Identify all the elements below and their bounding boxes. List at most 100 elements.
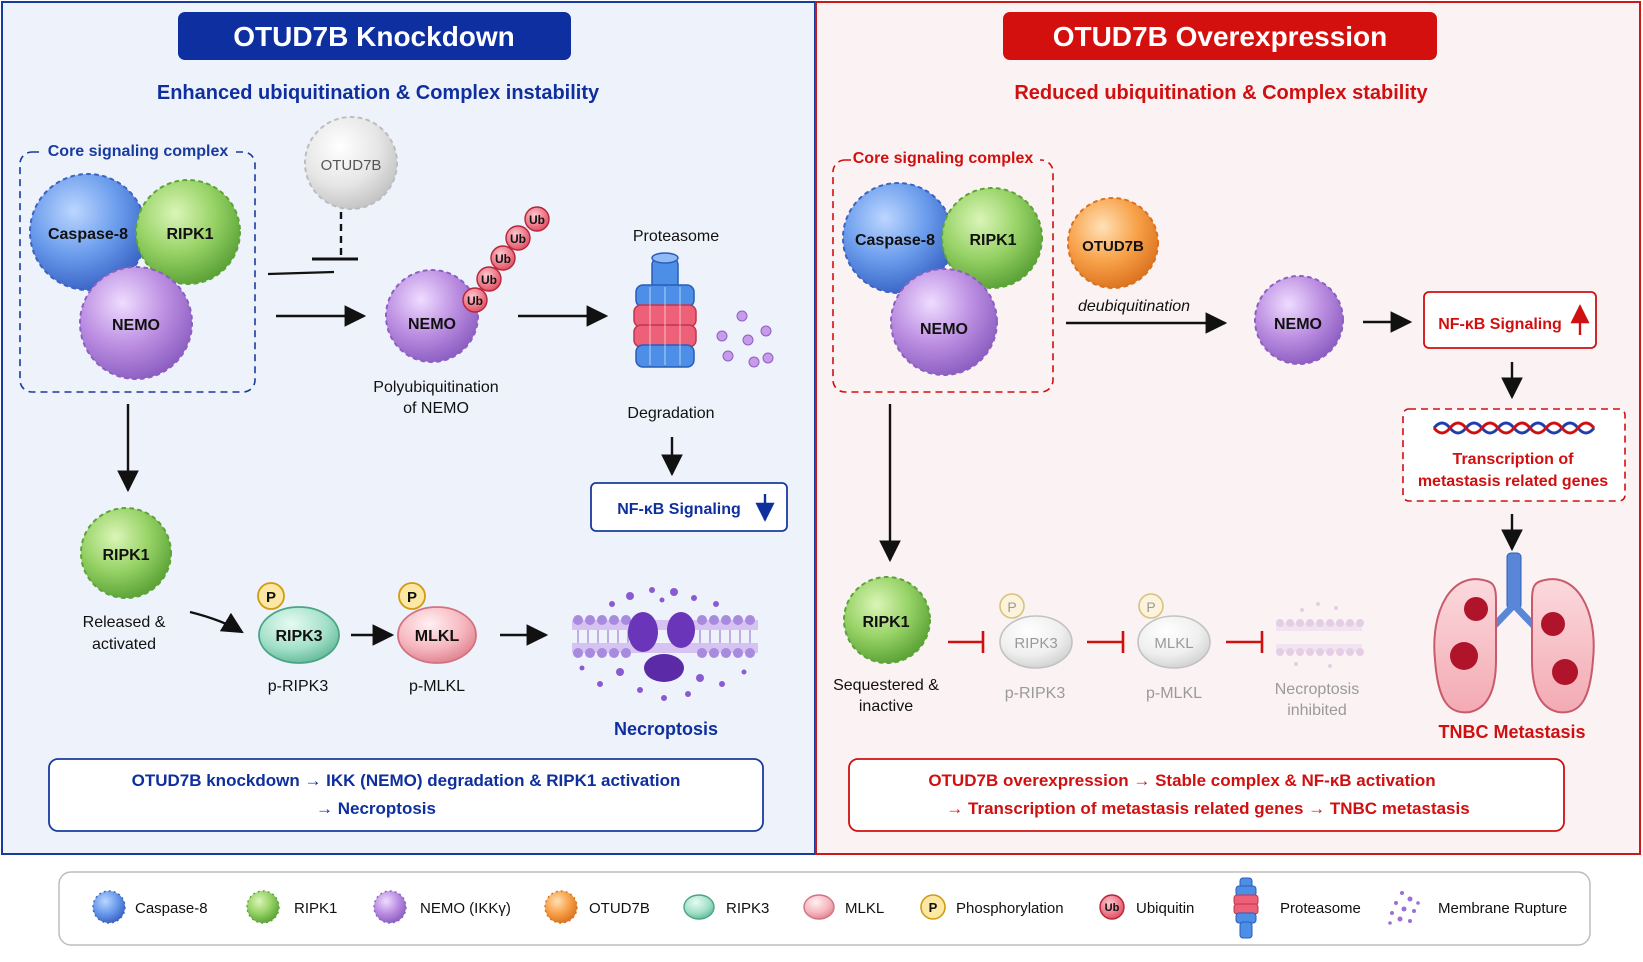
legend-ub-symbol: Ub [1105, 902, 1120, 914]
overexpression-summary-line1: OTUD7B overexpression → Stable complex &… [928, 771, 1435, 790]
caspase8-label-right: Caspase-8 [855, 232, 935, 249]
ripk3-label: RIPK3 [275, 628, 322, 645]
knockdown-summary-box [48, 758, 764, 832]
nemo-protein-right: NEMO [890, 268, 998, 376]
ripk1-sequestered-protein: RIPK1 [843, 576, 931, 664]
legend-membrane-label: Membrane Rupture [1438, 900, 1567, 917]
ub-1: Ub [467, 294, 483, 308]
otud7b-absent: OTUD7B [304, 116, 398, 210]
mlkl-phospho-protein: MLKL P [397, 582, 477, 664]
ub-3: Ub [495, 252, 511, 266]
necroptosis-label: Necroptosis [614, 719, 718, 739]
nfkb-down-label: NF-κB Signaling [617, 501, 741, 518]
transcription-line2: metastasis related genes [1418, 473, 1608, 490]
nemo-stable-protein: NEMO [1254, 275, 1344, 365]
legend-phosphorylation-label: Phosphorylation [956, 900, 1064, 917]
arrow-ripk1-to-ripk3 [189, 610, 244, 634]
tnbc-metastasis-label: TNBC Metastasis [1438, 722, 1585, 742]
degradation-label: Degradation [627, 405, 714, 422]
nfkb-down-box [590, 482, 788, 532]
ripk3-inactive-label: RIPK3 [1014, 635, 1057, 652]
p-mlkl-label: p-MLKL [409, 678, 465, 695]
ripk1-label-right: RIPK1 [969, 232, 1016, 249]
mlkl-inactive-phospho: P [1146, 599, 1155, 615]
released-line2: activated [92, 636, 156, 653]
core-complex-label-right: Core signaling complex [853, 150, 1034, 167]
ripk1-protein: RIPK1 [135, 179, 241, 285]
ripk3-phospho-badge: P [266, 589, 276, 606]
legend-caspase8: Caspase-8 [92, 890, 208, 924]
caspase8-protein: Caspase-8 [29, 173, 147, 291]
ub-2: Ub [481, 273, 497, 287]
nemo-ub-label: NEMO [408, 316, 456, 333]
legend-ripk1: RIPK1 [246, 890, 337, 924]
mlkl-inactive-protein: MLKL P [1137, 593, 1211, 669]
legend-phospho-symbol: P [929, 900, 938, 915]
mlkl-inactive-label: MLKL [1154, 635, 1193, 652]
knockdown-title: OTUD7B Knockdown [233, 21, 515, 52]
core-complex-box [19, 151, 256, 393]
peptide-fragments [716, 310, 774, 368]
legend-membrane-rupture: Membrane Rupture [1388, 891, 1567, 925]
legend-ubiquitin-label: Ubiquitin [1136, 900, 1194, 917]
otud7b-label: OTUD7B [1082, 238, 1144, 255]
nemo-protein: NEMO [79, 266, 193, 380]
overexpression-title: OTUD7B Overexpression [1053, 21, 1388, 52]
nfkb-up-box [1423, 291, 1597, 349]
legend-otud7b-label: OTUD7B [589, 900, 650, 917]
membrane-intact-icon [1276, 602, 1364, 668]
knockdown-subtitle: Enhanced ubiquitination & Complex instab… [157, 82, 600, 104]
legend-phosphorylation: P Phosphorylation [920, 894, 1064, 920]
mlkl-label: MLKL [415, 628, 460, 645]
nemo-label: NEMO [112, 317, 160, 334]
ripk1-label: RIPK1 [166, 226, 213, 243]
ubiquitin-chain: Ub Ub Ub Ub Ub [462, 206, 550, 313]
ripk3-inactive-phospho: P [1007, 599, 1016, 615]
legend-proteasome-label: Proteasome [1280, 900, 1361, 917]
legend-mlkl: MLKL [803, 894, 884, 920]
nemo-stable-label: NEMO [1274, 316, 1322, 333]
overexpression-subtitle: Reduced ubiquitination & Complex stabili… [1014, 82, 1428, 104]
complex-to-inhibition-line [267, 270, 335, 276]
legend-otud7b: OTUD7B [544, 890, 650, 924]
transcription-line1: Transcription of [1453, 451, 1575, 468]
caspase8-label: Caspase-8 [48, 226, 128, 243]
p-mlkl-inactive-label: p-MLKL [1146, 685, 1202, 702]
sequestered-line1: Sequestered & [833, 677, 939, 694]
core-complex-label: Core signaling complex [48, 143, 229, 160]
proteasome-icon [633, 252, 697, 368]
ub-4: Ub [510, 232, 526, 246]
legend-nemo: NEMO (IKKγ) [373, 890, 511, 924]
legend-ubiquitin: Ub Ubiquitin [1099, 894, 1194, 920]
ripk3-phospho-protein: RIPK3 P [257, 582, 340, 664]
knockdown-summary-line2: → Necroptosis [316, 799, 436, 818]
legend-caspase8-label: Caspase-8 [135, 900, 208, 917]
overexpression-title-banner [1003, 12, 1437, 60]
proteasome-label: Proteasome [633, 228, 719, 245]
p-ripk3-label: p-RIPK3 [268, 678, 329, 695]
p-ripk3-inactive-label: p-RIPK3 [1005, 685, 1066, 702]
necroptosis-inhibited-line2: inhibited [1287, 702, 1347, 719]
sequestered-line2: inactive [859, 698, 913, 715]
overexpression-summary-box [848, 758, 1565, 832]
overexpression-summary-line2: → Transcription of metastasis related ge… [946, 799, 1469, 818]
mlkl-phospho-badge: P [407, 589, 417, 606]
ripk1-released-label: RIPK1 [102, 547, 149, 564]
legend-ripk1-label: RIPK1 [294, 900, 337, 917]
nemo-polyubiquitinated: NEMO [385, 269, 479, 363]
deubiquitination-label: deubiquitination [1078, 298, 1190, 315]
legend-ripk3: RIPK3 [683, 894, 769, 920]
released-line1: Released & [83, 614, 166, 631]
legend-ripk3-label: RIPK3 [726, 900, 769, 917]
legend-nemo-label: NEMO (IKKγ) [420, 900, 511, 917]
ripk3-inactive-protein: RIPK3 P [999, 593, 1073, 669]
polyub-line1: Polyubiquitination [373, 379, 498, 396]
ub-5: Ub [529, 213, 545, 227]
otud7b-protein: OTUD7B [1067, 197, 1159, 289]
ripk1-protein-right: RIPK1 [941, 187, 1043, 289]
nfkb-up-label: NF-κB Signaling [1438, 316, 1562, 333]
otud7b-gray-label: OTUD7B [321, 157, 382, 174]
membrane-rupture-icon [572, 587, 758, 701]
dna-icon [1432, 421, 1596, 435]
